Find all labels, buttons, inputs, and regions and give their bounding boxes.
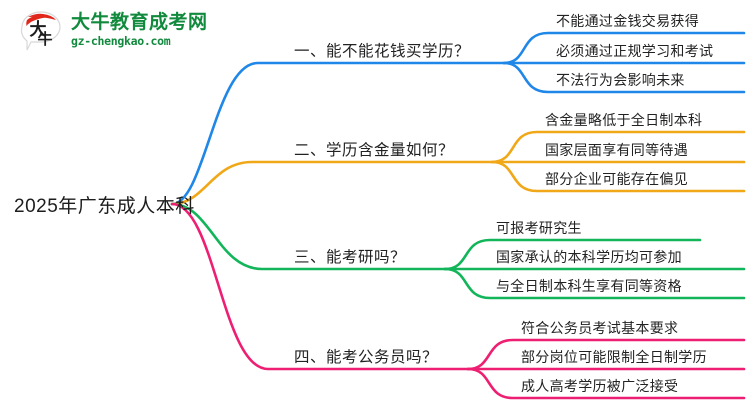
leaf-node-2-1-label: 含金量略低于全日制本科 [545,112,703,128]
leaf-node-2-2-label: 国家层面享有同等待遇 [545,142,688,158]
branch-node-2-label: 二、学历含金量如何？ [294,142,455,159]
leaf-node-1-3-label: 不法行为会影响未来 [556,72,685,88]
root-to-branch-4-curve [170,202,470,371]
logo-mark-icon: 大 牛 [18,8,64,52]
leaf-node-4-3-label: 成人高考学历被广泛接受 [521,378,679,394]
svg-text:牛: 牛 [37,30,52,48]
logo-url: gz-chengkao.com [71,33,171,48]
leaf-node-3-2-label: 国家承认的本科学历均可参加 [496,249,682,265]
logo-brand-name: 大牛教育成考网 [71,11,208,33]
leaf-node-4-2-label: 部分岗位可能限制全日制学历 [521,349,707,365]
branch-node-4-label: 四、能考公务员吗？ [294,349,439,366]
svg-text:大: 大 [30,19,47,40]
root-to-branch-1-curve [170,61,506,206]
site-logo: 大 牛 大牛教育成考网 gz-chengkao.com [18,8,208,52]
branch-node-3-label: 三、能考研吗？ [294,249,407,266]
leaf-node-3-1-label: 可报考研究生 [496,220,582,236]
leaf-node-1-1-label: 不能通过金钱交易获得 [556,13,699,29]
leaf-node-2-3-label: 部分企业可能存在偏见 [545,171,688,187]
branch-node-1-label: 一、能不能花钱买学历？ [294,43,471,60]
root-node-label: 2025年广东成人本科 [14,196,195,217]
leaf-node-1-2-label: 必须通过正规学习和考试 [556,43,714,59]
leaf-node-4-1-label: 符合公务员考试基本要求 [521,320,679,336]
root-to-branch-2-curve [170,160,494,206]
leaf-node-3-3-label: 与全日制本科生享有同等资格 [496,278,682,294]
